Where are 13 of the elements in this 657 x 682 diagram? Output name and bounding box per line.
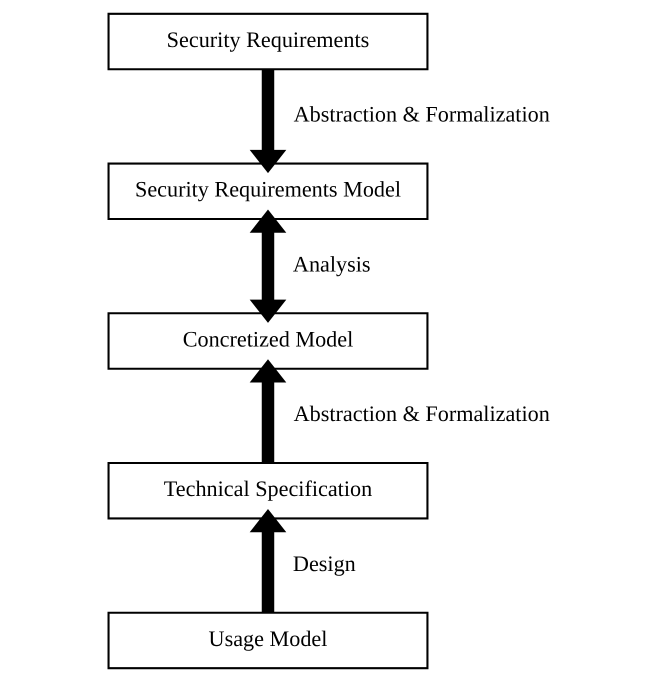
arrow — [249, 359, 286, 463]
node-box: Security Requirements Model — [107, 162, 428, 220]
edge-label: Abstraction & Formalization — [293, 102, 550, 127]
node-box: Security Requirements — [107, 12, 428, 70]
arrow — [249, 509, 286, 612]
node-box: Concretized Model — [107, 312, 428, 370]
arrow — [249, 70, 286, 174]
node-box: Usage Model — [107, 612, 428, 670]
node-box: Technical Specification — [107, 462, 428, 520]
edge-label: Analysis — [292, 251, 370, 276]
edge-label: Abstraction & Formalization — [293, 401, 550, 426]
arrow — [249, 210, 286, 323]
edge-label: Design — [292, 550, 356, 576]
